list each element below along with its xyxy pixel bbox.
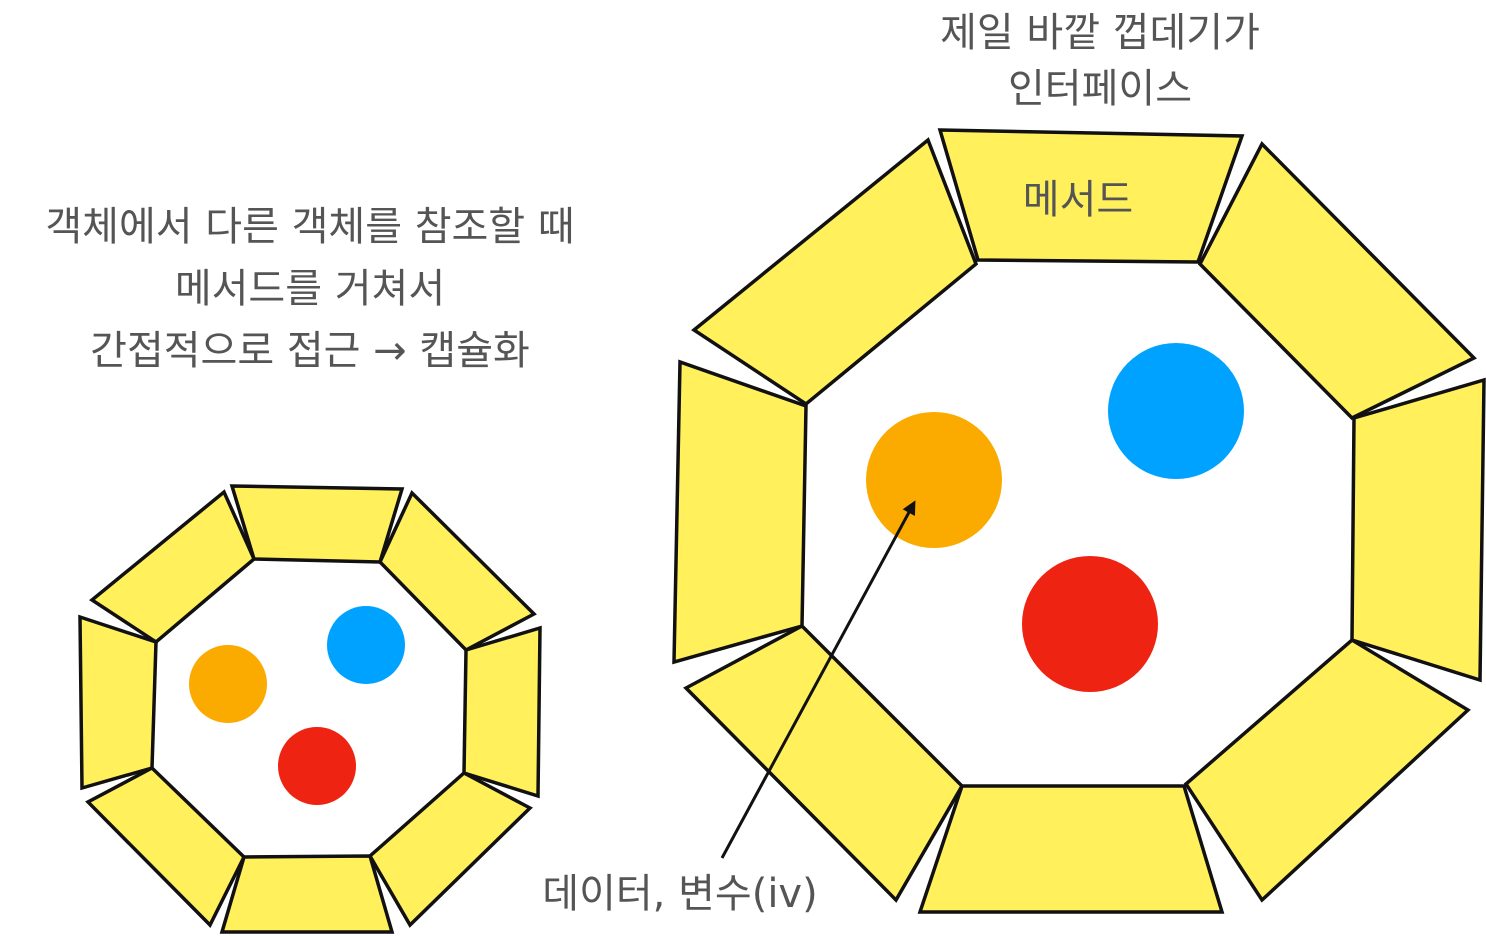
method-label: 메서드 [1022, 177, 1134, 223]
large-method-segment-right [1350, 377, 1486, 683]
caption-top-line-1: 제일 바깥 껍데기가 [940, 10, 1260, 56]
small-data-red [278, 727, 356, 805]
large-data-red [1022, 556, 1158, 692]
small-method-segment-bottom-left [85, 765, 247, 928]
caption-top-line-2: 인터페이스 [1008, 66, 1192, 112]
large-data-blue [1108, 343, 1244, 479]
large-method-segment-top [937, 128, 1245, 264]
small-method-segment-bottom [219, 854, 395, 934]
caption-left-line-2: 메서드를 거쳐서 [174, 266, 446, 312]
small-method-segment-top-right [377, 490, 537, 653]
small-method-segment-top-left [89, 489, 257, 645]
large-object [672, 128, 1486, 914]
large-method-segment-bottom [917, 784, 1225, 914]
interface-caption: 제일 바깥 껍데기가 인터페이스 [870, 5, 1330, 117]
caption-left-line-3: 간접적으로 접근 → 캡슐화 [90, 328, 530, 374]
data-variable-label: 데이터, 변수(iv) [542, 871, 818, 917]
small-method-segment-right [462, 625, 542, 799]
large-method-segment-bottom-right [1183, 637, 1471, 903]
large-method-segment-left [672, 359, 808, 665]
small-data-blue [327, 606, 405, 684]
small-object [78, 484, 542, 934]
small-data-orange [189, 645, 267, 723]
small-method-segment-left [78, 614, 158, 791]
large-data-orange [866, 412, 1002, 548]
large-method-segment-top-right [1197, 141, 1477, 421]
caption-left-line-1: 객체에서 다른 객체를 참조할 때 [45, 204, 575, 250]
large-method-segment-top-left [691, 137, 979, 407]
small-method-segment-top [229, 484, 405, 564]
data-pointer-arrow [720, 500, 916, 859]
encapsulation-caption: 객체에서 다른 객체를 참조할 때 메서드를 거쳐서 간접적으로 접근 → 캡슐… [0, 196, 620, 382]
